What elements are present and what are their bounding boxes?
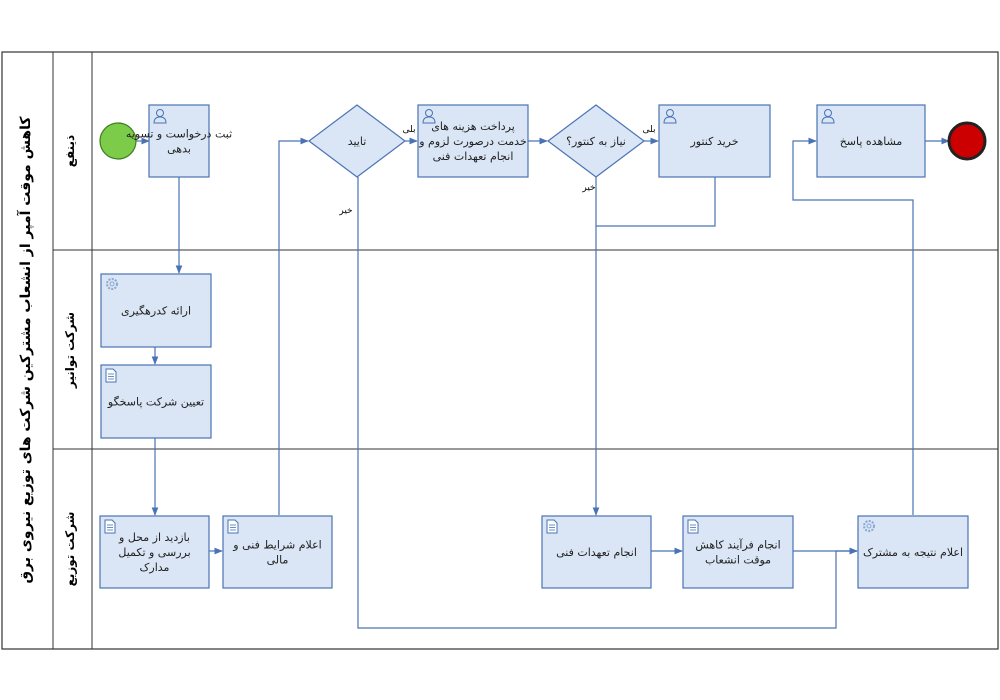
task-announce-result: اعلام نتیجه به مشترک <box>857 515 969 589</box>
lane-label-tavanir: شرکت توانیر <box>63 312 78 389</box>
gear-icon <box>863 520 875 532</box>
task-label-line: مشاهده پاسخ <box>840 135 903 148</box>
task-pay-costs: پرداخت هزینه های خدمت درصورت لزوم و انجام … <box>417 104 529 178</box>
task-provide-tracking-code: ارائه کدرهگیری <box>100 273 212 348</box>
user-icon <box>153 109 167 124</box>
task-site-visit: بازدید از محل و بررسی و تکمیل مدارک <box>99 515 210 589</box>
task-view-response: مشاهده پاسخ <box>816 104 926 178</box>
task-register-request: ثبت درخواست و تسویه بدهی <box>126 104 232 178</box>
start-event <box>99 122 137 160</box>
lane-label-beneficiary: ذینفع <box>63 135 77 167</box>
task-label-line: اعلام نتیجه به مشترک <box>863 546 963 559</box>
end-event <box>947 121 987 161</box>
task-label-line: اعلام شرایط فنی و <box>232 539 321 552</box>
flow-label-g1-yes: بلی <box>403 125 416 135</box>
task-buy-meter: خرید کنتور <box>658 104 771 178</box>
flow-t11-to-t8 <box>792 137 914 515</box>
flow-t7-to-t9 <box>596 177 716 227</box>
task-label-line: خرید کنتور <box>689 135 738 148</box>
task-perform-technical-obligations: انجام تعهدات فنی <box>541 515 652 589</box>
user-icon <box>422 109 436 124</box>
task-label-line: پرداخت هزینه های <box>431 120 515 133</box>
task-label-line: بدهی <box>167 143 191 156</box>
task-label-line: مدارک <box>140 561 170 574</box>
gear-icon <box>106 278 118 290</box>
document-icon <box>104 519 116 534</box>
user-icon <box>663 109 677 124</box>
gateway-meter-needed: نیاز به کنتور؟ <box>547 104 645 178</box>
flow-label-g2-no: خیر <box>581 183 595 193</box>
task-label-line: تعیین شرکت پاسخگو <box>107 396 204 409</box>
task-announce-conditions: اعلام شرایط فنی و مالی <box>222 515 333 589</box>
tasks-layer: ثبت درخواست و تسویه بدهی ارائه کدرهگیری تعی… <box>99 104 969 589</box>
task-perform-reduction: انجام فرآیند کاهش موقت انشعاب <box>682 515 794 589</box>
task-label-line: بررسی و تکمیل <box>118 546 190 559</box>
flow-t5-to-g1 <box>278 137 309 515</box>
lane-label-distribution: شرکت توزیع <box>63 512 78 587</box>
pool-border <box>1 51 999 650</box>
task-label-line: موقت انشعاب <box>705 554 771 567</box>
svg-text:نیاز به کنتور؟: نیاز به کنتور؟ <box>566 135 626 148</box>
task-label-line: ثبت درخواست و تسویه <box>126 128 232 141</box>
task-label-line: بازدید از محل و <box>118 531 190 544</box>
document-icon <box>546 519 558 534</box>
document-icon <box>105 368 117 383</box>
task-label-line: ارائه کدرهگیری <box>121 305 191 318</box>
svg-text:تایید: تایید <box>348 135 367 148</box>
task-label-line: مالی <box>267 554 289 567</box>
flow-label-g2-yes: بلی <box>643 125 656 135</box>
document-icon <box>687 519 699 534</box>
task-label-line: انجام فرآیند کاهش <box>695 538 780 552</box>
document-icon <box>227 519 239 534</box>
task-label-line: خدمت درصورت لزوم و <box>418 135 527 148</box>
user-icon <box>821 109 835 124</box>
flow-label-g1-no: خیر <box>338 206 352 216</box>
gateway-approval: تایید <box>308 104 406 178</box>
task-assign-responsible-company: تعیین شرکت پاسخگو <box>100 364 212 439</box>
task-label-line: انجام تعهدات فنی <box>433 150 514 163</box>
pool-title: کاهش موقت آمپر از انشعاب مشترکین شرکت ها… <box>16 116 34 584</box>
task-label-line: انجام تعهدات فنی <box>556 546 637 559</box>
